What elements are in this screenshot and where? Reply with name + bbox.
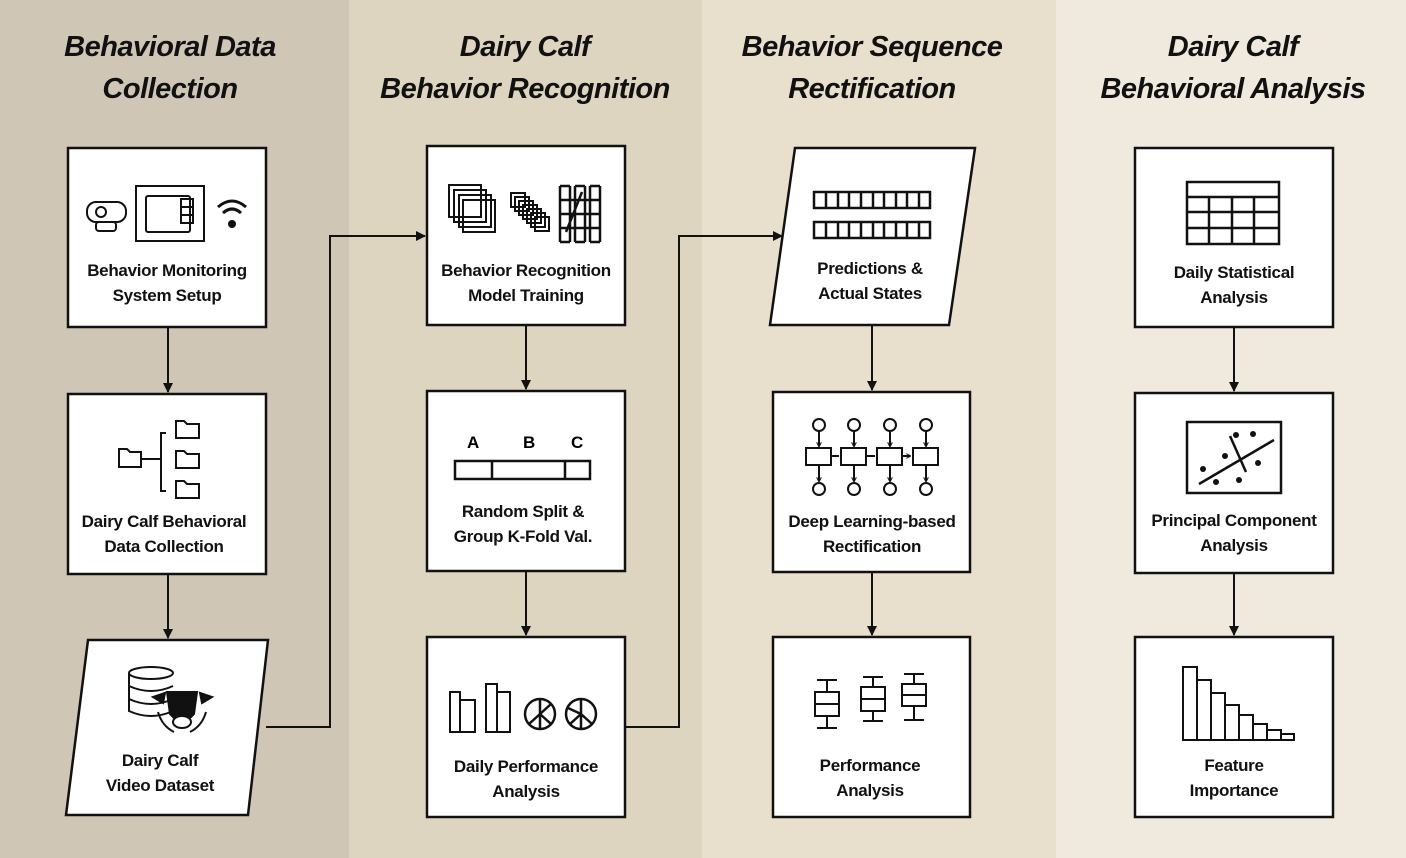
label-line: Performance <box>819 756 921 775</box>
box-dl-rectification <box>771 390 972 574</box>
box-data-collection <box>66 392 268 576</box>
label-line: Deep Learning-based <box>788 512 956 531</box>
box-performance-analysis <box>771 635 972 819</box>
title-line: Collection <box>102 73 238 105</box>
label-line: Model Training <box>468 286 584 305</box>
title-line: Behavior Sequence <box>741 31 1003 63</box>
split-bar-icon <box>453 459 592 481</box>
label-line: Group K-Fold Val. <box>453 527 593 546</box>
label-line: System Setup <box>112 286 222 305</box>
split-label-c: C <box>571 433 584 452</box>
cow-icon <box>150 691 215 733</box>
label-line: Rectification <box>822 537 922 556</box>
label-line: Analysis <box>492 782 560 801</box>
title-line: Rectification <box>788 73 956 105</box>
label-line: Analysis <box>1200 288 1268 307</box>
wifi-icon <box>217 199 247 228</box>
monitor-device-icon <box>135 185 205 242</box>
label-line: Importance <box>1189 781 1279 800</box>
rnn-icon <box>805 418 938 496</box>
title-line: Dairy Calf <box>1167 31 1299 63</box>
box-monitoring-setup <box>66 146 268 329</box>
label-line: Behavior Recognition <box>441 261 611 280</box>
label-line: Behavior Monitoring <box>87 261 247 280</box>
label-line: Daily Statistical <box>1173 263 1295 282</box>
title-line: Dairy Calf <box>459 31 591 63</box>
box-feature-importance <box>1133 635 1335 819</box>
feature-grid-icon <box>558 184 602 244</box>
box-plot-icon <box>814 673 927 729</box>
label-line: Predictions & <box>817 259 923 278</box>
box-random-split <box>425 389 627 573</box>
label-line: Data Collection <box>104 537 224 556</box>
title-line: Behavioral Analysis <box>1100 73 1366 105</box>
label-line: Dairy Calf Behavioral <box>81 512 247 531</box>
pie-chart-icon <box>523 697 598 731</box>
label-line: Dairy Calf <box>121 751 199 770</box>
connectors <box>163 231 1239 728</box>
label-line: Daily Performance <box>453 757 599 776</box>
label-line: Video Dataset <box>105 776 215 795</box>
title-line: Behavioral Data <box>64 31 276 63</box>
step-label: Random Split & Group K-Fold Val. <box>423 499 623 549</box>
split-label-a: A <box>467 433 480 452</box>
arrow <box>625 231 783 728</box>
bar-chart-icon <box>449 683 511 733</box>
folder-tree-icon <box>118 420 200 499</box>
label-line: Principal Component <box>1151 511 1317 530</box>
step-label: Predictions & Actual States <box>770 256 970 306</box>
cnn-layers-icon <box>448 184 550 233</box>
camera-icon <box>86 201 127 232</box>
scatter-pca-icon <box>1185 420 1283 495</box>
title-line: Behavior Recognition <box>380 73 670 105</box>
arrow <box>266 231 426 728</box>
sequence-array-icon <box>812 190 932 240</box>
label-line: Random Split & <box>461 502 585 521</box>
label-line: Feature <box>1204 756 1264 775</box>
table-icon <box>1185 180 1281 246</box>
label-line: Analysis <box>836 781 904 800</box>
box-model-training <box>425 144 627 327</box>
box-daily-stats <box>1133 146 1335 329</box>
label-line: Actual States <box>818 284 922 303</box>
feature-importance-chart-icon <box>1182 666 1295 741</box>
label-line: Analysis <box>1200 536 1268 555</box>
split-label-b: B <box>523 433 536 452</box>
